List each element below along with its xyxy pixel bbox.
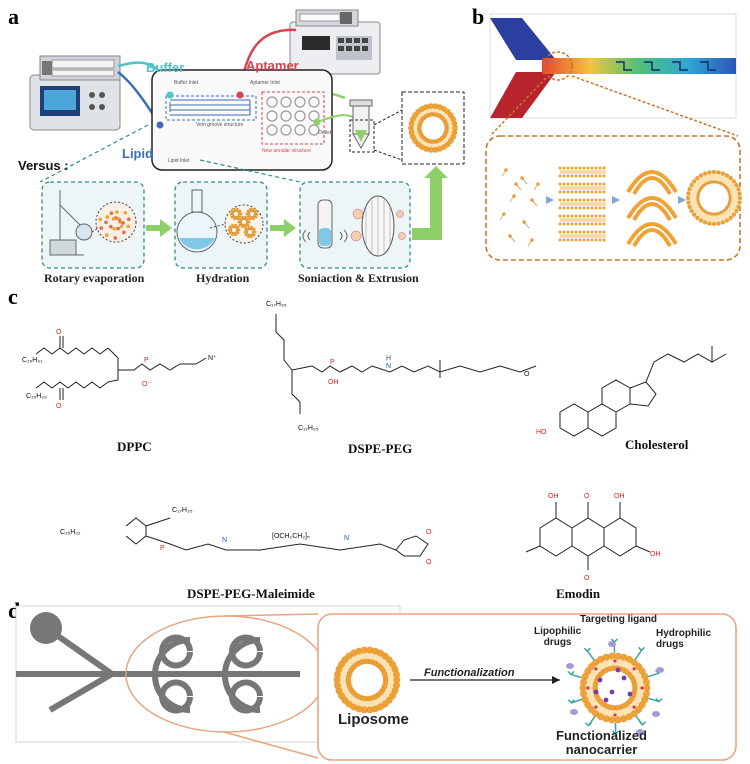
svg-text:P: P [144, 357, 149, 364]
svg-text:O: O [426, 529, 432, 536]
molecule-name-dspe-peg-maleimide: DSPE-PEG-Maleimide [187, 586, 315, 601]
panel-a-letter: a [8, 4, 19, 29]
syringe-pump-left [29, 55, 121, 131]
panel-b-graphic [485, 13, 742, 261]
svg-text:OH: OH [548, 493, 559, 500]
panel-c-structures: C₁₅H₃₁ C₁₅H₂₉ O O P O⁻ N⁺ C₁₇H₃₅ P OH H … [22, 301, 727, 582]
svg-text:O: O [426, 559, 432, 566]
functionalization-label: Functionalization [424, 667, 515, 679]
svg-text:C₁₇H₃₅: C₁₇H₃₅ [266, 301, 287, 308]
lipid-label: Lipid [122, 146, 154, 161]
svg-text:OH: OH [614, 493, 625, 500]
lipophilic-drugs-label: Lipophilic drugs [534, 626, 582, 648]
liposome-label: Liposome [338, 711, 409, 728]
svg-text:OH: OH [650, 551, 661, 558]
svg-text:C₁₅H₃₁: C₁₅H₃₁ [22, 357, 43, 364]
svg-text:C₁₇H₃₅: C₁₇H₃₅ [172, 507, 193, 514]
step-label-rotary: Rotary evaporation [44, 271, 145, 285]
sonication-tube-icon [302, 199, 348, 249]
svg-text:O: O [584, 575, 590, 582]
svg-text:HO: HO [536, 429, 547, 436]
versus-label: Versus : [18, 158, 69, 173]
svg-text:O⁻: O⁻ [142, 381, 151, 388]
svg-text:O: O [56, 329, 62, 336]
targeting-ligand-label: Targeting ligand [580, 614, 658, 625]
svg-text:C₁₇H₃₅: C₁₇H₃₅ [298, 425, 319, 432]
panel-d-graphic [15, 605, 737, 761]
svg-text:OH: OH [328, 379, 339, 386]
collection-tube [349, 99, 375, 153]
molecule-name-dspe-peg: DSPE-PEG [348, 441, 413, 456]
buffer-label: Buffer [146, 60, 185, 75]
rotary-evaporator-icon [49, 190, 93, 256]
step-label-hydration: Hydration [196, 271, 250, 285]
buffer-inlet-label: Buffer Inlet [174, 80, 199, 86]
molecule-name-cholesterol: Cholesterol [625, 437, 689, 452]
svg-text:N: N [222, 537, 227, 544]
svg-text:[OCH₂CH₂]ₙ: [OCH₂CH₂]ₙ [272, 533, 310, 540]
liposome-small-a [408, 103, 458, 153]
panel-b-letter: b [472, 4, 485, 29]
annular-structure-label: New annular structure [262, 148, 311, 154]
panel-c-letter: c [8, 284, 18, 309]
syringe-pump-right [289, 9, 381, 75]
aptamer-inlet-label: Aptamer Inlet [250, 80, 280, 86]
functionalized-nanocarrier-label: Functionalized nanocarrier [556, 728, 647, 757]
svg-text:C₁₅H₂₉: C₁₅H₂₉ [26, 393, 47, 400]
hydrophilic-drugs-label: Hydrophilic drugs [656, 628, 712, 650]
lipid-inlet-label: Lipid Inlet [168, 158, 190, 164]
svg-text:N: N [344, 535, 349, 542]
extrusion-filter-icon [350, 195, 406, 257]
panel-a-graphic [29, 9, 465, 269]
svg-text:P: P [330, 359, 335, 366]
molecule-name-dppc: DPPC [117, 439, 152, 454]
molecule-name-emodin: Emodin [556, 586, 601, 601]
svg-text:O: O [584, 493, 590, 500]
svg-text:O: O [524, 371, 530, 378]
flask-icon [176, 189, 218, 253]
svg-text:N: N [386, 363, 391, 370]
groove-structure-label: Vein groove structure [196, 122, 244, 128]
svg-text:O: O [56, 403, 62, 410]
svg-text:C₁₅H₃₁: C₁₅H₃₁ [60, 529, 81, 536]
svg-text:P: P [160, 545, 165, 552]
svg-text:H: H [386, 355, 391, 362]
outlet-label: Outlet [318, 130, 332, 136]
aptamer-label: Aptamer [246, 58, 299, 73]
step-label-sonication: Soniaction & Extrusion [298, 271, 419, 285]
svg-text:N⁺: N⁺ [208, 355, 217, 362]
